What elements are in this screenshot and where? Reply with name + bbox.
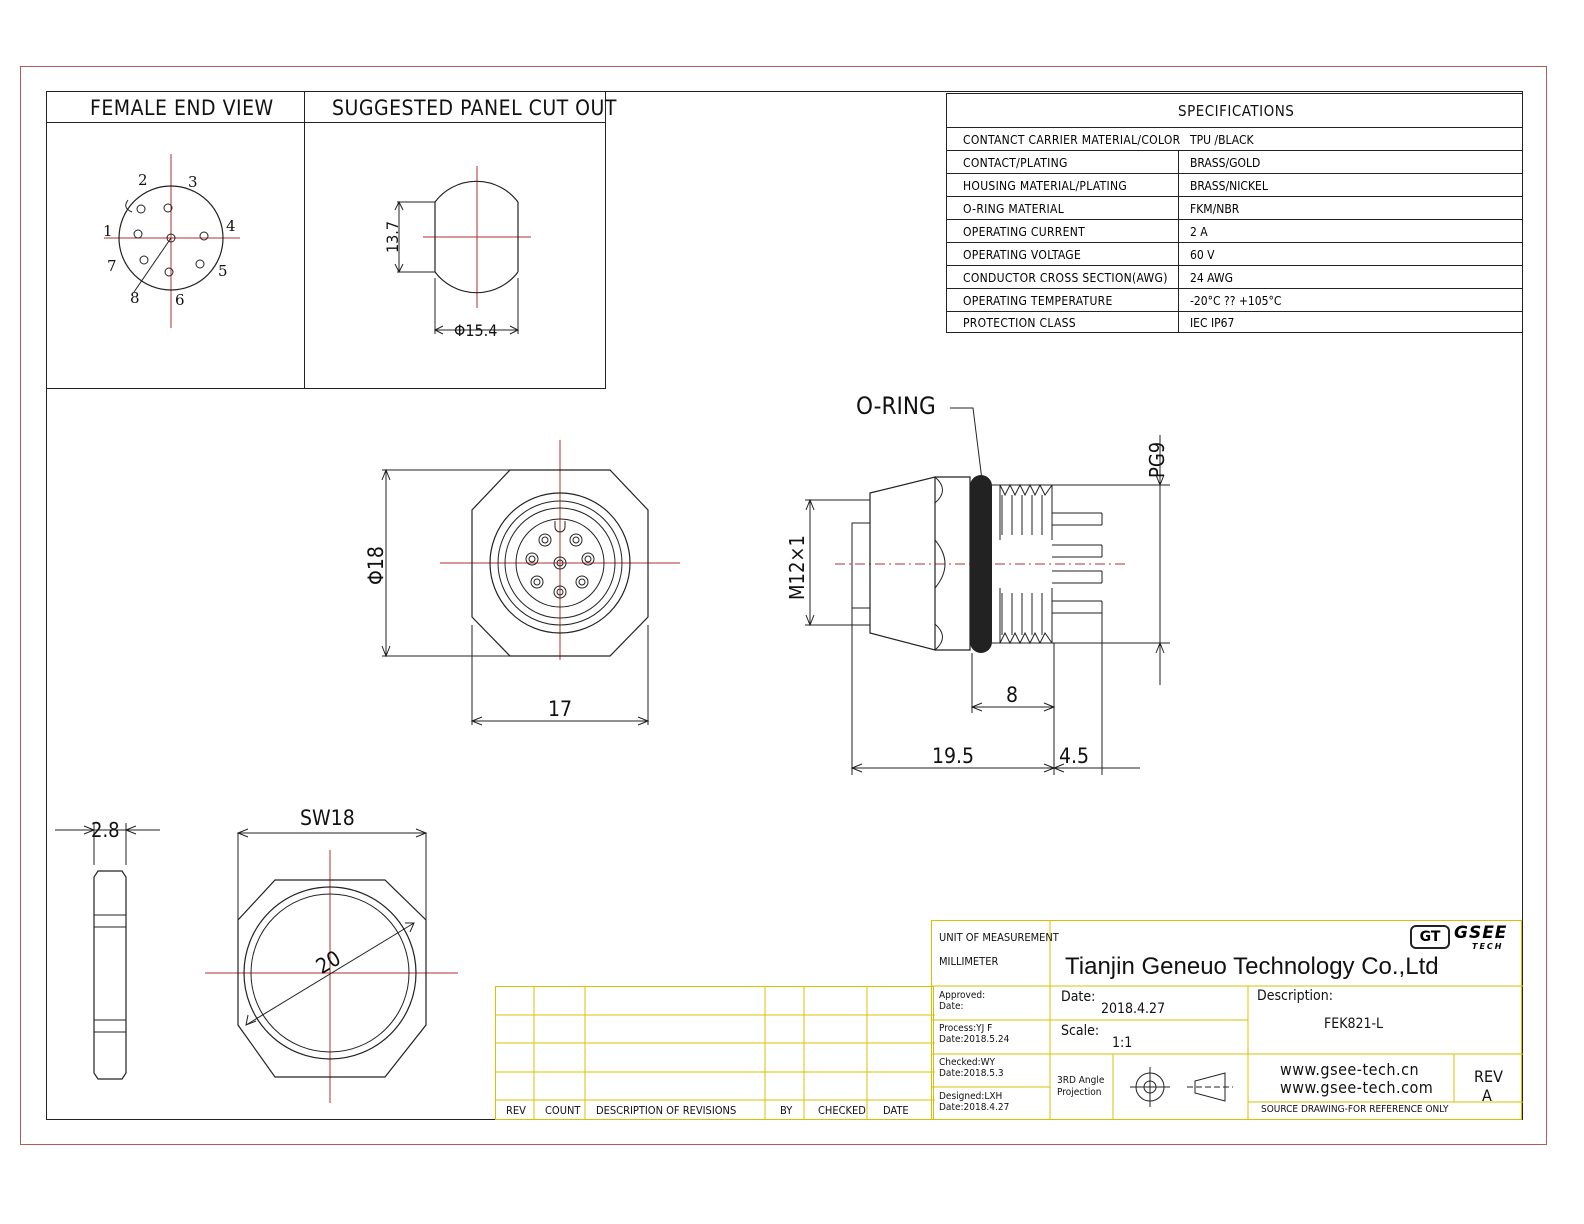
rev-header-count: COUNT bbox=[545, 1104, 581, 1117]
oring-label: O-RING bbox=[856, 392, 936, 420]
description-label: Description: bbox=[1257, 988, 1333, 1004]
pin-7: 7 bbox=[107, 257, 117, 275]
rev-header-description: DESCRIPTION OF REVISIONS bbox=[596, 1104, 737, 1117]
dim-19-5: 19.5 bbox=[932, 744, 975, 768]
dim-4-5: 4.5 bbox=[1059, 744, 1090, 768]
projection-symbol bbox=[1130, 1067, 1233, 1107]
panel-height-dim: 13.7 bbox=[383, 220, 402, 253]
spec-row: OPERATING TEMPERATURE-20°C ?? +105°C bbox=[947, 289, 1522, 312]
panel-cut-out-drawing bbox=[394, 166, 531, 335]
projection-label: 3RD Angle bbox=[1057, 1075, 1105, 1086]
designed-date: Date:2018.4.27 bbox=[939, 1102, 1010, 1113]
source-note: SOURCE DRAWING-FOR REFERENCE ONLY bbox=[1261, 1104, 1449, 1115]
approved-label: Approved: bbox=[939, 990, 986, 1001]
logo-text: GSEE bbox=[1454, 923, 1508, 943]
specifications-title: SPECIFICATIONS bbox=[1178, 102, 1295, 120]
process-label: Process:YJ F bbox=[939, 1023, 993, 1034]
pin-3: 3 bbox=[188, 173, 198, 191]
specifications-table bbox=[946, 93, 1523, 333]
description-value: FEK821-L bbox=[1324, 1016, 1384, 1032]
front-view-drawing bbox=[381, 440, 680, 726]
spec-header-line bbox=[947, 127, 1522, 128]
female-end-view-drawing bbox=[104, 154, 240, 328]
rev-label: REV bbox=[1474, 1067, 1503, 1086]
outer-frame bbox=[20, 66, 1547, 1145]
rev-header-checked: CHECKED bbox=[818, 1104, 866, 1117]
date-value: 2018.4.27 bbox=[1101, 1001, 1166, 1017]
scale-label: Scale: bbox=[1061, 1023, 1100, 1039]
female-end-view-title: FEMALE END VIEW bbox=[90, 96, 274, 120]
website-cn: www.gsee-tech.cn bbox=[1280, 1060, 1420, 1079]
rev-header-date: DATE bbox=[883, 1104, 909, 1117]
unit-value: MILLIMETER bbox=[939, 955, 999, 968]
side-view-drawing bbox=[805, 407, 1170, 775]
views-divider bbox=[304, 91, 305, 389]
pin-6: 6 bbox=[175, 291, 185, 309]
rev-header-by: BY bbox=[780, 1104, 793, 1117]
spec-column-divider bbox=[1178, 150, 1179, 333]
company-logo: GT GSEE TECH bbox=[1410, 923, 1515, 953]
spec-row: CONDUCTOR CROSS SECTION(AWG)24 AWG bbox=[947, 266, 1522, 289]
scale-value: 1:1 bbox=[1112, 1035, 1133, 1051]
nut-front-drawing bbox=[205, 828, 458, 1103]
revision-table-grid bbox=[495, 986, 935, 1120]
pin-1: 1 bbox=[103, 222, 113, 240]
panel-cut-out-title: SUGGESTED PANEL CUT OUT bbox=[332, 96, 617, 120]
date-label: Date: bbox=[1061, 989, 1096, 1005]
nut-sw-dim: SW18 bbox=[300, 806, 355, 830]
checked-label: Checked:WY bbox=[939, 1057, 995, 1068]
process-date: Date:2018.5.24 bbox=[939, 1034, 1010, 1045]
panel-width-dim: Φ15.4 bbox=[454, 321, 498, 340]
front-diameter-dim: Φ18 bbox=[364, 546, 388, 585]
unit-label: UNIT OF MEASUREMENT bbox=[939, 931, 1059, 944]
company-name: Tianjin Geneuo Technology Co.,Ltd bbox=[1065, 953, 1439, 980]
title-block-grid bbox=[931, 920, 1523, 1120]
approved-date: Date: bbox=[939, 1001, 964, 1012]
thread-dim: M12×1 bbox=[785, 535, 809, 600]
pg-dim: PG9 bbox=[1145, 441, 1169, 478]
designed-label: Designed:LXH bbox=[939, 1091, 1003, 1102]
rev-header-rev: REV bbox=[506, 1104, 526, 1117]
pin-5: 5 bbox=[218, 262, 228, 280]
rev-value: A bbox=[1482, 1086, 1492, 1105]
dim-8: 8 bbox=[1006, 683, 1019, 707]
website-com: www.gsee-tech.com bbox=[1280, 1078, 1434, 1097]
logo-mark: GT bbox=[1410, 925, 1450, 949]
projection-label-2: Projection bbox=[1057, 1087, 1102, 1098]
nut-side-drawing bbox=[55, 823, 160, 1080]
pin-2: 2 bbox=[138, 171, 148, 189]
logo-sub: TECH bbox=[1472, 942, 1504, 951]
checked-date: Date:2018.5.3 bbox=[939, 1068, 1004, 1079]
front-width-dim: 17 bbox=[548, 697, 573, 721]
nut-thickness-dim: 2.8 bbox=[91, 818, 120, 842]
pin-4: 4 bbox=[226, 217, 236, 235]
views-box bbox=[46, 91, 606, 389]
pin-8: 8 bbox=[130, 289, 140, 307]
views-header-line bbox=[46, 122, 606, 123]
